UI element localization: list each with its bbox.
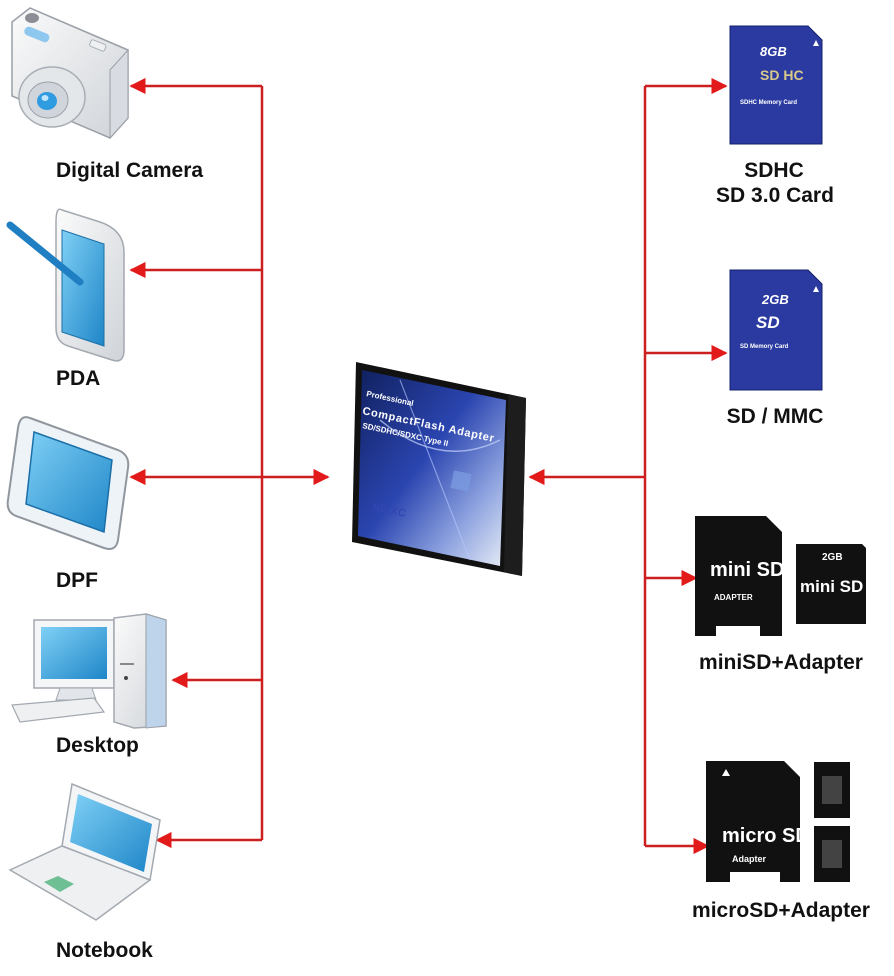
camera-icon <box>11 7 129 140</box>
label-sd-3-card: SD 3.0 Card <box>716 184 834 207</box>
label-microsd-adapter: microSD+Adapter <box>692 899 870 922</box>
desktop-computer-icon <box>11 613 167 729</box>
photo-frame-icon <box>6 416 130 550</box>
cf-adapter-image: Professional CompactFlash Adapter SD/SDH… <box>352 362 526 576</box>
sd-logo: SD <box>756 313 780 332</box>
microsd-adapter-icon: micro SD Adapter <box>706 761 850 882</box>
sdhc-caption: SDHC Memory Card <box>740 100 797 106</box>
sdhc-capacity: 8GB <box>760 44 787 59</box>
sd-card-icon: 2GB SD SD Memory Card <box>729 269 823 391</box>
laptop-icon <box>8 782 161 921</box>
label-dpf: DPF <box>56 569 98 592</box>
label-minisd-adapter: miniSD+Adapter <box>699 651 863 674</box>
pda-icon <box>6 208 125 362</box>
label-sd-mmc: SD / MMC <box>726 405 824 428</box>
label-pda: PDA <box>56 367 101 390</box>
minisd-adapter-logo: mini SD <box>710 559 784 581</box>
minisd-adapter-caption: ADAPTER <box>714 593 753 602</box>
microsd-adapter-logo: micro SD <box>722 825 810 847</box>
microsd-adapter-caption: Adapter <box>732 854 767 864</box>
label-notebook: Notebook <box>56 939 153 962</box>
minisd-capacity: 2GB <box>822 552 843 563</box>
label-desktop: Desktop <box>56 734 139 757</box>
minisd-logo: mini SD <box>800 577 863 596</box>
sdhc-card-icon: 8GB SD HC SDHC Memory Card <box>729 25 823 145</box>
sd-capacity: 2GB <box>761 292 789 307</box>
right-connectors <box>528 77 728 855</box>
label-digital-camera: Digital Camera <box>56 159 204 182</box>
sdhc-logo: SD HC <box>760 67 804 83</box>
minisd-adapter-icon: mini SD ADAPTER 2GB mini SD <box>695 516 866 636</box>
sd-caption: SD Memory Card <box>740 344 789 350</box>
label-sdhc: SDHC <box>744 159 804 182</box>
left-connectors <box>129 77 330 849</box>
